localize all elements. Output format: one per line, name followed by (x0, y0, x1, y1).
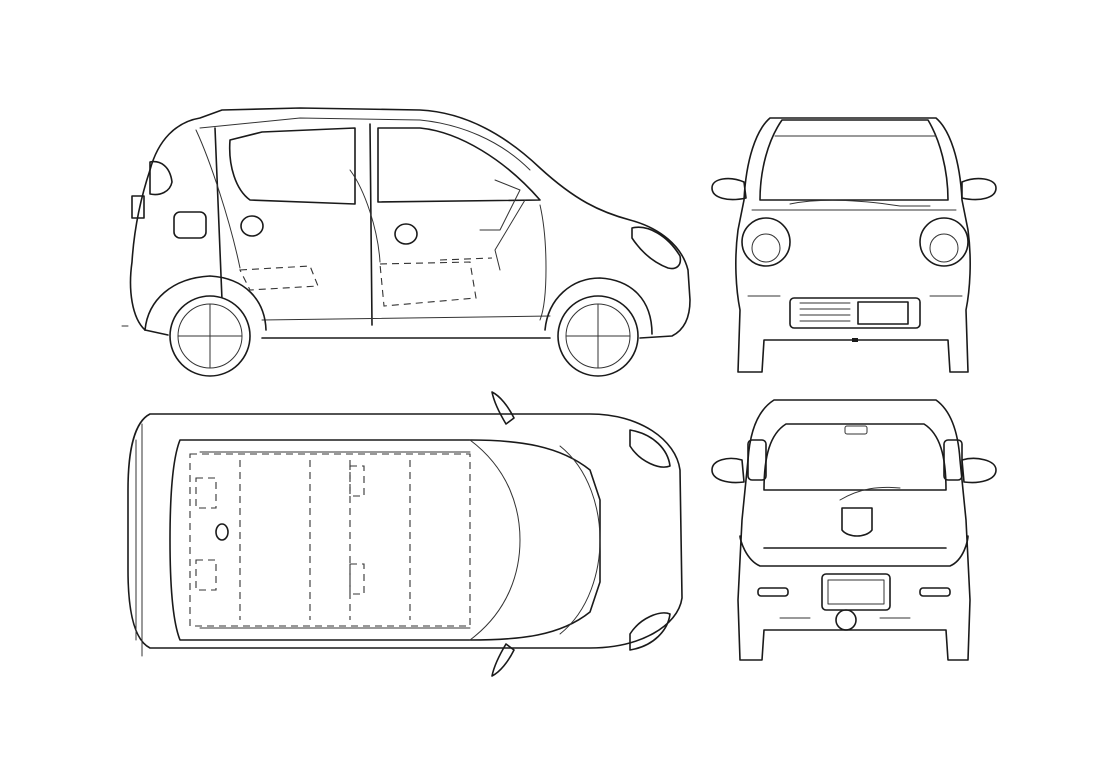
side-view (121, 107, 691, 377)
front-view (711, 117, 997, 373)
top-view (127, 391, 683, 677)
rear-view (711, 399, 997, 661)
